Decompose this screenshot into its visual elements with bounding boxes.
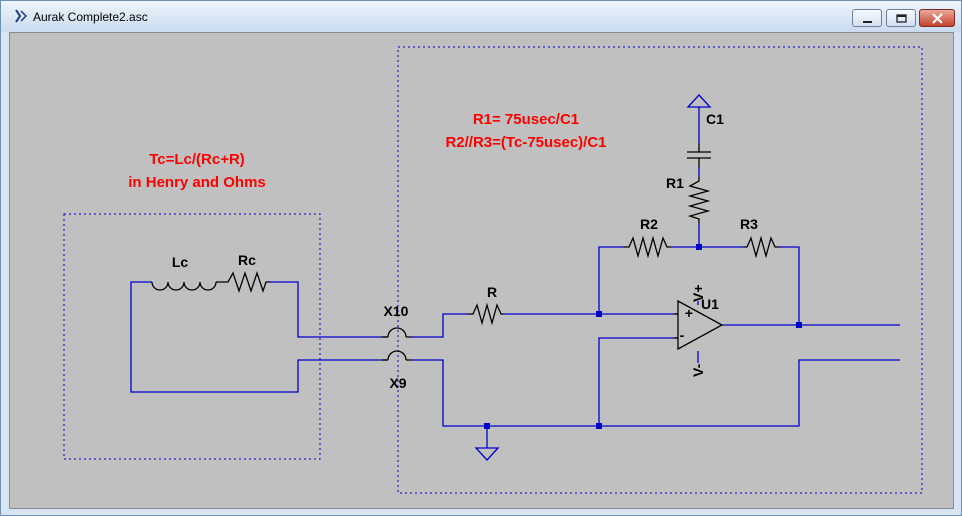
coil-wiring bbox=[130, 281, 388, 393]
lc-label: Lc bbox=[172, 254, 189, 270]
u1-label: U1 bbox=[701, 296, 719, 312]
opamp-plus-sign: + bbox=[685, 305, 693, 321]
c1-label: C1 bbox=[706, 111, 724, 127]
vminus-label: V- bbox=[690, 363, 706, 377]
x10-label: X10 bbox=[384, 303, 409, 319]
junction-dots bbox=[484, 244, 802, 429]
title-bar[interactable]: Aurak Complete2.asc bbox=[1, 1, 961, 32]
x9-label: X9 bbox=[389, 375, 406, 391]
maximize-button[interactable] bbox=[886, 9, 916, 27]
r3-label: R3 bbox=[740, 216, 758, 232]
connector-x9[interactable] bbox=[382, 350, 412, 361]
ltspice-schematic-icon bbox=[15, 9, 28, 23]
r1-label: R1 bbox=[666, 175, 684, 191]
resistor-r[interactable] bbox=[467, 302, 503, 326]
ground-icon bbox=[474, 447, 500, 461]
resistor-r1[interactable] bbox=[687, 177, 711, 223]
capacitor-c1[interactable] bbox=[687, 143, 711, 167]
vplus-label: V+ bbox=[690, 284, 706, 302]
opamp-u1[interactable] bbox=[674, 299, 724, 351]
connector-x10[interactable] bbox=[382, 327, 412, 338]
r2-label: R2 bbox=[640, 216, 658, 232]
resistor-rc[interactable] bbox=[220, 270, 270, 294]
minimize-icon bbox=[863, 21, 872, 23]
window-title: Aurak Complete2.asc bbox=[33, 10, 148, 24]
inductor-lc[interactable] bbox=[151, 281, 220, 291]
amplifier-group-box bbox=[397, 46, 923, 494]
r23-formula-note: R2//R3=(Tc-75usec)/C1 bbox=[445, 134, 606, 151]
tc-formula-note: Tc=Lc/(Rc+R) bbox=[149, 151, 245, 168]
resistor-r3[interactable] bbox=[743, 235, 779, 259]
opamp-minus-sign: - bbox=[680, 327, 685, 343]
coil-group-box bbox=[63, 213, 321, 460]
resistor-r2[interactable] bbox=[623, 235, 671, 259]
minimize-button[interactable] bbox=[852, 9, 882, 27]
tc-units-note: in Henry and Ohms bbox=[128, 174, 266, 191]
schematic-canvas[interactable]: Tc=Lc/(Rc+R) in Henry and Ohms R1= 75use… bbox=[9, 32, 954, 509]
maximize-icon bbox=[896, 14, 907, 23]
supply-arrow-icon bbox=[686, 94, 712, 108]
r-label: R bbox=[487, 284, 497, 300]
amplifier-wiring bbox=[412, 107, 900, 448]
close-icon bbox=[932, 13, 943, 24]
r1-formula-note: R1= 75usec/C1 bbox=[473, 111, 579, 128]
close-button[interactable] bbox=[919, 9, 955, 27]
rc-label: Rc bbox=[238, 252, 256, 268]
